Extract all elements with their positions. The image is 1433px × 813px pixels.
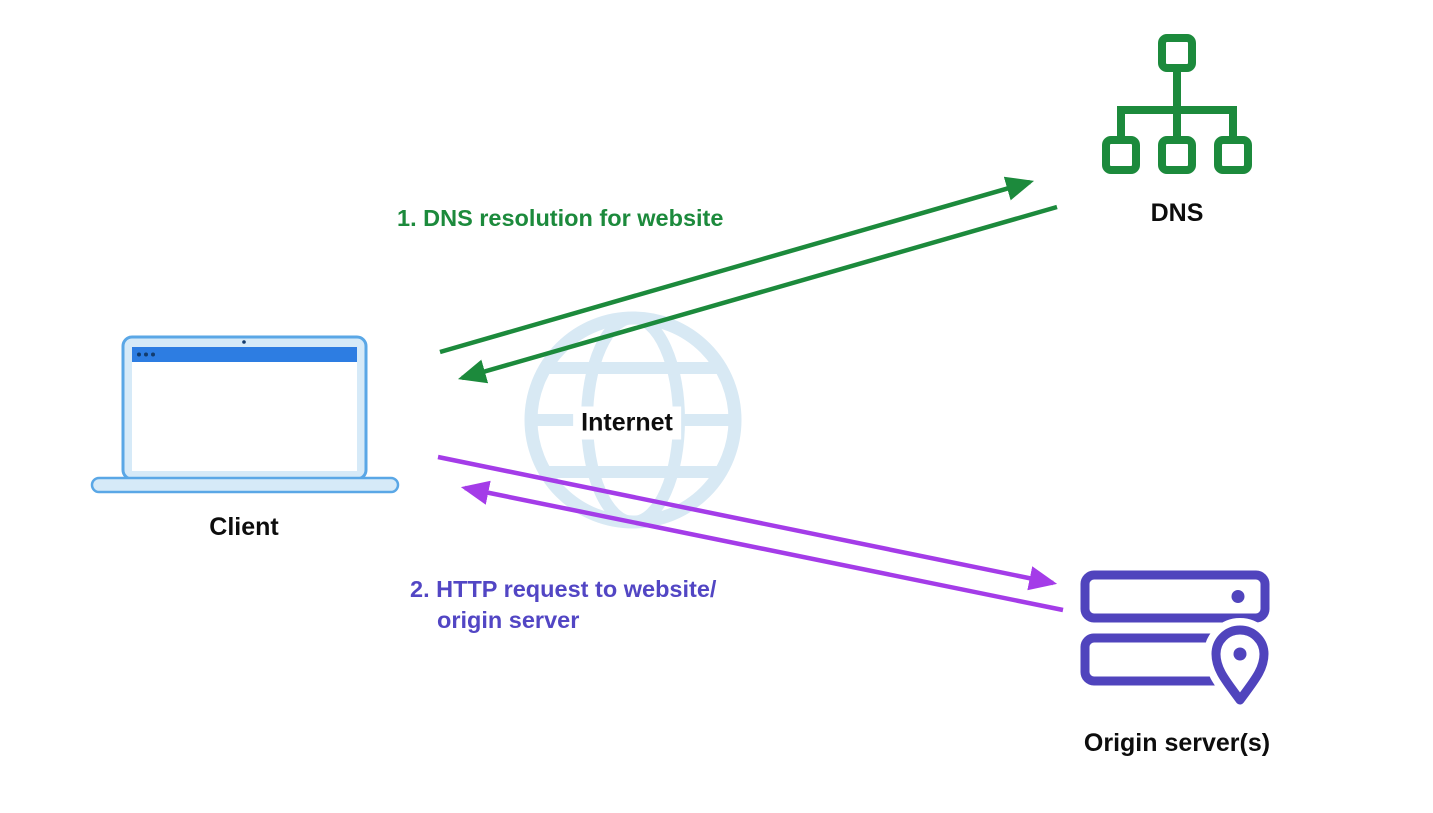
step1-label: 1. DNS resolution for website (397, 205, 724, 231)
server-bar-top (1080, 570, 1270, 623)
sitemap-icon (1102, 34, 1252, 174)
dns-response-arrow (457, 204, 1058, 384)
dns-request-arrow (439, 176, 1035, 355)
step2-label-line2: origin server (437, 607, 580, 634)
client-label: Client (209, 513, 279, 541)
internet-label: Internet (573, 406, 681, 440)
dns-label: DNS (1150, 199, 1204, 227)
step2-label-line1: 2. HTTP request to website/ (410, 576, 717, 602)
location-pin-icon (1211, 625, 1269, 705)
laptop-base (90, 476, 400, 494)
laptop-icon (90, 335, 400, 494)
server-stack-pin-icon (1080, 570, 1277, 712)
laptop-titlebar (132, 347, 357, 362)
http-response-arrow (460, 480, 1064, 613)
cursor-dot (242, 340, 246, 344)
http-request-arrow (437, 454, 1058, 591)
step2-label: 2. HTTP request to website/ origin serve… (410, 574, 716, 636)
laptop-screen (132, 347, 357, 471)
origin-server-label: Origin server(s) (1083, 729, 1271, 757)
